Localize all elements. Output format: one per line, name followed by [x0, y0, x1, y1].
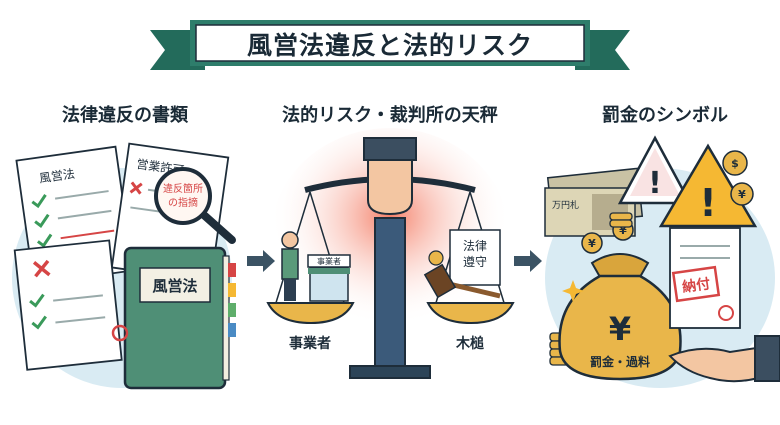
scales-illustration: 事業者 事業者 法律 遵守 木槌 [266, 128, 515, 379]
money-bag-icon: ¥ 罰金・過料 [558, 253, 682, 381]
section-title-fines: 罰金のシンボル [602, 105, 728, 126]
bag-label: 罰金・過料 [590, 354, 650, 369]
svg-text:$: $ [731, 157, 739, 170]
magnifier-label-2: の指摘 [168, 196, 198, 209]
fist-icon [363, 137, 417, 216]
svg-text:¥: ¥ [609, 310, 631, 348]
right-pan-label: 木槌 [455, 335, 484, 352]
left-pan-label: 事業者 [289, 335, 331, 352]
law-scroll-icon: 法律 遵守 [449, 229, 501, 286]
book-fuueihou: 風営法 [123, 246, 236, 390]
invoice-stamp: 納付 [681, 275, 711, 296]
section-title-documents: 法律違反の書類 [62, 105, 188, 126]
title-banner [150, 20, 630, 70]
hand-icon [668, 335, 780, 383]
magnifier-icon: 違反箇所 の指摘 [154, 167, 236, 244]
banknote-label: 万円札 [552, 199, 579, 211]
seal-icon [111, 324, 129, 342]
fines-illustration: 万円札 ! ! $ ¥ ¥ ¥ ¥ 罰金・過料 納付 [544, 135, 780, 388]
scroll-label-1: 法律 [463, 239, 487, 253]
shop-icon: 事業者 [307, 254, 351, 302]
book-label: 風営法 [152, 277, 197, 295]
section-title-scales: 法的リスク・裁判所の天秤 [282, 105, 498, 126]
svg-text:!: ! [648, 166, 662, 201]
warning-icon: ! [658, 143, 758, 228]
doc1-label: 風営法 [38, 167, 76, 186]
arrow-right-icon [247, 250, 275, 272]
svg-text:¥: ¥ [588, 237, 596, 250]
banner-title: 風営法違反と法的リスク [246, 31, 533, 60]
check-icon [29, 293, 47, 330]
svg-text:¥: ¥ [738, 188, 746, 201]
svg-text:!: ! [699, 181, 716, 225]
gavel-icon [423, 250, 501, 299]
document-x [13, 239, 123, 371]
check-icon [31, 194, 53, 248]
invoice-document-icon: 納付 [669, 227, 741, 329]
warning-icon: ! [617, 135, 693, 205]
arrow-right-icon [514, 250, 542, 272]
shop-sign-label: 事業者 [317, 256, 341, 266]
magnifier-label-1: 違反箇所 [163, 182, 203, 195]
sparkle-icon [562, 280, 584, 302]
documents-illustration: 風営法 営業許可 違反箇所 の指摘 [12, 142, 236, 390]
businessperson-icon [281, 231, 299, 301]
svg-text:¥: ¥ [619, 224, 627, 237]
scroll-label-2: 遵守 [463, 254, 487, 269]
